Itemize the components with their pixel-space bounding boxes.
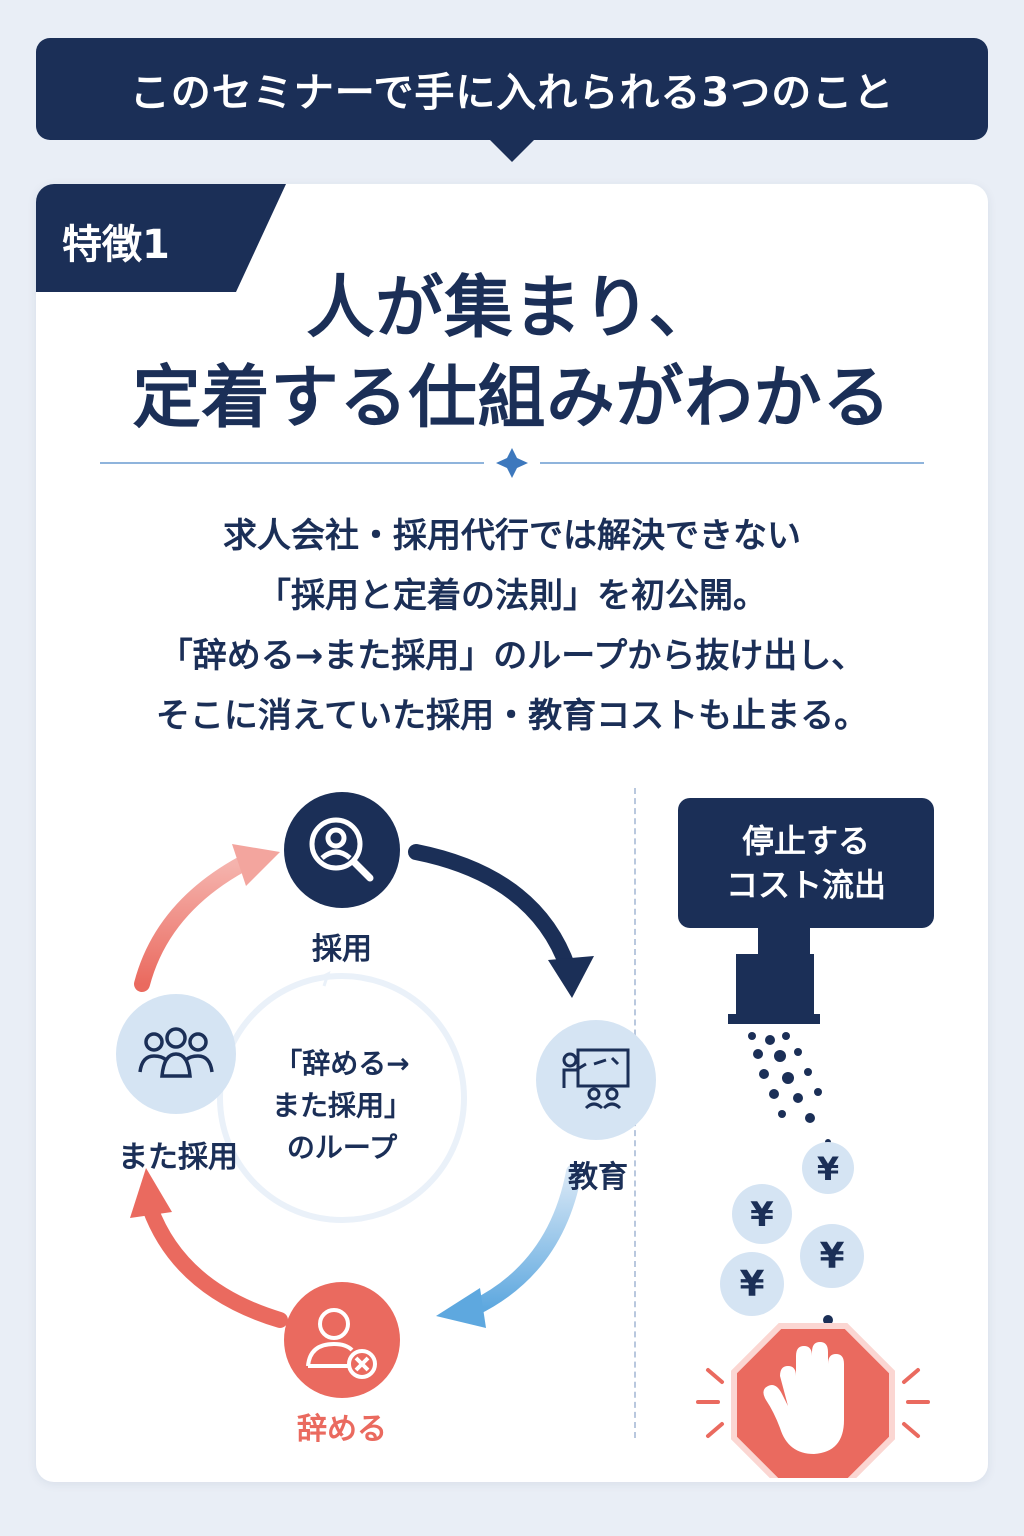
arrowhead-quit-to-rehire: [130, 1168, 172, 1218]
arrow-quit-to-rehire: [142, 1200, 288, 1328]
droplets: [748, 1032, 833, 1325]
yen-coin-3-symbol: ¥: [819, 1236, 844, 1277]
teacher-class-icon: [562, 1048, 630, 1110]
arrow-hire-to-educate: [408, 844, 576, 976]
retention-loop-diagram: 採用 教育 辞める また採用 「辞める→ また採用」 のループ: [66, 788, 666, 1448]
yen-coin-2-symbol: ¥: [750, 1195, 774, 1235]
header-pointer: [488, 138, 536, 162]
faucet-icon: [728, 928, 820, 1024]
group-icon: [138, 1027, 214, 1078]
feature-headline-line2: 定着する仕組みがわかる: [132, 359, 892, 438]
loop-center-line2: また採用」: [271, 1089, 413, 1122]
node-educate: [536, 1020, 656, 1140]
section-header: このセミナーで手に入れられる3つのこと: [36, 38, 988, 162]
sparkle-icon: [496, 448, 528, 478]
cost-stop-title-line1: 停止する: [741, 822, 870, 860]
arrowhead-rehire-to-hire: [232, 844, 280, 886]
body-line-3: 「辞める→また採用」のループから抜け出し、: [158, 636, 866, 676]
node-quit-label: 辞める: [297, 1412, 387, 1447]
loop-center-line1: 「辞める→: [274, 1047, 410, 1080]
node-hire: [284, 792, 400, 908]
cost-stop-title-line2: コスト流出: [725, 866, 886, 904]
stop-hand-icon: [731, 1323, 895, 1478]
node-quit: [284, 1282, 400, 1398]
yen-coin-4-symbol: ¥: [739, 1264, 764, 1305]
feature-headline-line1: 人が集まり、: [306, 269, 718, 348]
feature-card: 特徴1 人が集まり、 定着する仕組みがわかる 求人会社・採用代行では解決できない…: [36, 184, 988, 1482]
center-ring-arrow: [315, 971, 331, 987]
ornament-divider: [100, 448, 924, 478]
arrow-rehire-to-hire: [134, 856, 250, 992]
loop-center-line3: のループ: [286, 1131, 398, 1164]
person-remove-icon: [306, 1308, 377, 1379]
node-rehire: [116, 994, 236, 1114]
body-line-1: 求人会社・採用代行では解決できない: [223, 516, 801, 556]
yen-coin-icons: [720, 1142, 864, 1316]
body-line-2: 「採用と定着の法則」を初公開。: [257, 576, 767, 616]
node-rehire-label: また採用: [118, 1140, 238, 1175]
arrowhead-hire-to-educate: [548, 956, 594, 998]
node-hire-label: 採用: [312, 932, 372, 967]
feature-badge: [36, 184, 286, 292]
node-educate-label: 教育: [568, 1160, 628, 1195]
search-person-icon: [309, 817, 374, 882]
body-line-4: そこに消えていた採用・教育コストも止まる。: [155, 696, 869, 736]
yen-coin-1-symbol: ¥: [817, 1150, 839, 1188]
center-ring: [217, 973, 467, 1223]
cost-stop-box: 停止する コスト流出: [678, 798, 934, 928]
section-header-title: このセミナーで手に入れられる3つのこと: [129, 70, 895, 116]
arrowhead-educate-to-quit: [436, 1288, 486, 1328]
burst-lines: [696, 1368, 930, 1438]
loop-graphic: [116, 792, 656, 1398]
faucet-illustration: ¥ ¥ ¥ ¥: [696, 928, 930, 1478]
arrow-educate-to-quit: [466, 1164, 582, 1316]
feature-badge-label: 特徴1: [62, 222, 170, 268]
